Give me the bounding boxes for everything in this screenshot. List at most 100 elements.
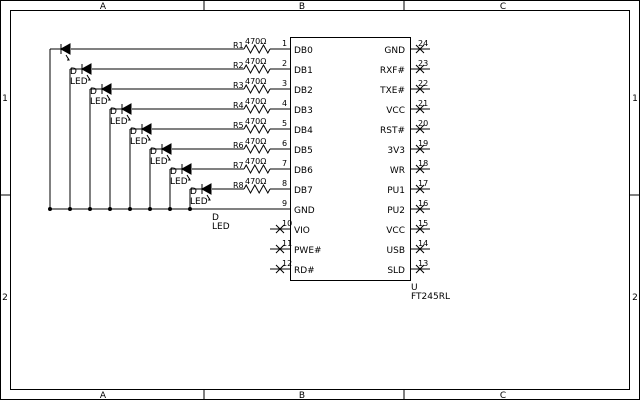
resistor-ref-6: R6 [233, 141, 244, 150]
led-emission-arrows-6 [166, 154, 171, 161]
ic-pin-name-18: WR [390, 166, 405, 176]
zone-col-b-bottom: B [299, 391, 305, 400]
led-ref-6: D [170, 167, 177, 177]
no-connect-mark-21 [415, 104, 425, 114]
led-ref-3: D [110, 107, 117, 117]
resistor-1 [243, 43, 271, 55]
led-ref-8: D [212, 213, 219, 223]
ic-pin-name-3: DB2 [294, 86, 313, 96]
resistor-6 [243, 143, 271, 155]
inner-border [10, 10, 630, 390]
no-connect-mark-11 [275, 244, 285, 254]
ic-pin-number-15: 15 [418, 219, 428, 228]
ic-pin-number-17: 17 [418, 179, 428, 188]
ic-pin-name-10: VIO [294, 226, 310, 236]
resistor-value-3: 470Ω [245, 77, 266, 86]
led-3 [100, 83, 112, 95]
led-value-5: LED [150, 157, 168, 167]
ic-pin-name-16: PU2 [387, 206, 405, 216]
no-connect-mark-18 [415, 164, 425, 174]
ic-pin-name-7: DB6 [294, 166, 313, 176]
ic-pin-name-23: RXF# [380, 66, 405, 76]
ic-pin-name-24: GND [384, 46, 405, 56]
led-emission-arrows-1 [65, 54, 70, 61]
ic-body [290, 37, 411, 281]
resistor-value-5: 470Ω [245, 117, 266, 126]
ic-pin-number-9: 9 [282, 199, 287, 208]
resistor-value-1: 470Ω [245, 37, 266, 46]
ic-pin-number-3: 3 [282, 79, 287, 88]
resistor-2 [243, 63, 271, 75]
no-connect-mark-16 [415, 204, 425, 214]
led-6 [160, 143, 172, 155]
resistor-value-8: 470Ω [245, 177, 266, 186]
led-emission-arrows-4 [126, 114, 131, 121]
zone-row-2-left: 2 [2, 293, 8, 303]
ic-pin-number-22: 22 [418, 79, 428, 88]
ic-pin-number-13: 13 [418, 259, 428, 268]
led-value-6: LED [170, 177, 188, 187]
ic-pin-number-24: 24 [418, 39, 428, 48]
resistor-ref-1: R1 [233, 41, 244, 50]
no-connect-mark-14 [415, 244, 425, 254]
ic-pin-number-21: 21 [418, 99, 428, 108]
no-connect-mark-10 [275, 224, 285, 234]
resistor-5 [243, 123, 271, 135]
resistor-value-2: 470Ω [245, 57, 266, 66]
zone-col-b-top: B [299, 2, 305, 12]
ic-pin-name-21: VCC [386, 106, 405, 116]
ic-pin-number-23: 23 [418, 59, 428, 68]
led-2 [80, 63, 92, 75]
ic-pin-number-14: 14 [418, 239, 428, 248]
ic-pin-name-4: DB3 [294, 106, 313, 116]
no-connect-mark-20 [415, 124, 425, 134]
led-value-7: LED [190, 197, 208, 207]
zone-col-c-bottom: C [500, 391, 506, 400]
no-connect-mark-22 [415, 84, 425, 94]
ic-pin-number-18: 18 [418, 159, 428, 168]
zone-col-c-top: C [500, 2, 506, 12]
ic-pin-name-11: PWE# [294, 246, 322, 256]
led-emission-arrows-3 [106, 94, 111, 101]
resistor-7 [243, 163, 271, 175]
zone-col-a-top: A [100, 2, 107, 12]
ic-pin-name-1: DB0 [294, 46, 313, 56]
no-connect-mark-24 [415, 44, 425, 54]
ic-pin-name-6: DB5 [294, 146, 313, 156]
ic-pin-name-13: SLD [387, 266, 405, 276]
resistor-ref-3: R3 [233, 81, 244, 90]
ic-pin-name-22: TXE# [379, 86, 405, 96]
ic-ref: U [411, 283, 418, 293]
schematic-elements: DB01DB12DB23DB34DB45DB56DB67DB78GND9VIO1… [48, 37, 430, 276]
ic-pin-name-15: VCC [386, 226, 405, 236]
resistor-ref-5: R5 [233, 121, 244, 130]
no-connect-mark-12 [275, 264, 285, 274]
ic-pin-name-19: 3V3 [387, 146, 405, 156]
ic-pin-number-10: 10 [282, 219, 292, 228]
ic-pin-number-16: 16 [418, 199, 428, 208]
no-connect-mark-15 [415, 224, 425, 234]
resistor-value-7: 470Ω [245, 157, 266, 166]
ic-pin-name-14: USB [387, 246, 405, 256]
ic-part: FT245RL [411, 292, 450, 302]
led-ref-1: D [70, 67, 77, 77]
resistor-3 [243, 83, 271, 95]
led-ref-7: D [190, 187, 197, 197]
ic-pin-name-5: DB4 [294, 126, 313, 136]
resistor-ref-7: R7 [233, 161, 244, 170]
resistor-ref-4: R4 [233, 101, 244, 110]
ic-pin-number-8: 8 [282, 179, 287, 188]
ic-pin-number-11: 11 [282, 239, 292, 248]
ic-pin-number-12: 12 [282, 259, 292, 268]
ic-pin-name-8: DB7 [294, 186, 313, 196]
led-value-3: LED [110, 117, 128, 127]
zone-col-a-bottom: A [100, 391, 107, 400]
resistor-ref-2: R2 [233, 61, 244, 70]
led-ref-2: D [90, 87, 97, 97]
no-connect-mark-13 [415, 264, 425, 274]
ic-pin-number-6: 6 [282, 139, 287, 148]
ic-pin-number-7: 7 [282, 159, 287, 168]
ic-pin-number-19: 19 [418, 139, 428, 148]
